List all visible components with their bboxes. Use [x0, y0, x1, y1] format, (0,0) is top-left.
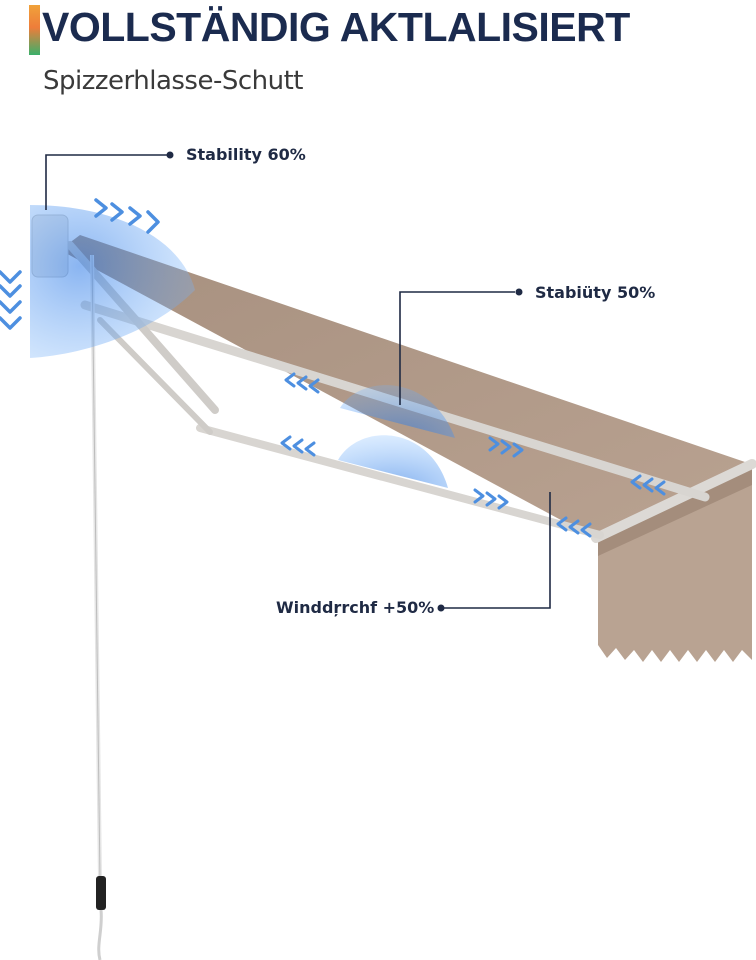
- stability-glow-mount: [30, 205, 195, 358]
- awning-valance: [598, 468, 752, 662]
- crank-cord: [97, 909, 103, 960]
- callout-stability-mount: Stability 60%: [186, 145, 306, 164]
- front-bar: [591, 459, 756, 543]
- callout-dot-1: [166, 151, 174, 159]
- page-subtitle: Spizzerhlasse-Schutt: [43, 66, 304, 96]
- accent-bar: [29, 5, 40, 55]
- stability-glow-upper-arm: [340, 385, 455, 438]
- crank-handle: [96, 876, 106, 910]
- arm-strut: [97, 317, 213, 435]
- stability-glow-lower-arm: [338, 435, 448, 488]
- wind-arrows-bar-2: [556, 516, 592, 538]
- wind-arrows-top: [94, 198, 160, 234]
- callout-wind-resistance: Winddŗrchf +50%: [276, 598, 435, 617]
- callout-dot-2: [515, 288, 523, 296]
- callout-leaders: [45, 154, 551, 609]
- wind-arrows-arm-1: [284, 372, 320, 394]
- wind-arrows-arm-4: [473, 488, 509, 510]
- wind-arrows-arm-3: [280, 435, 316, 457]
- wind-arrows-arm-2: [488, 436, 524, 458]
- valance-shadow: [598, 468, 752, 556]
- page-title: VOLLSTÄNDIG AKTLALISIERT: [42, 4, 630, 50]
- callout-dot-3: [437, 604, 445, 612]
- wind-arrows-bar-1: [630, 474, 666, 496]
- folding-arm-lower: [196, 424, 604, 539]
- callout-stability-arm: Stabiüty 50%: [535, 283, 656, 302]
- wind-arrows-left: [0, 270, 22, 330]
